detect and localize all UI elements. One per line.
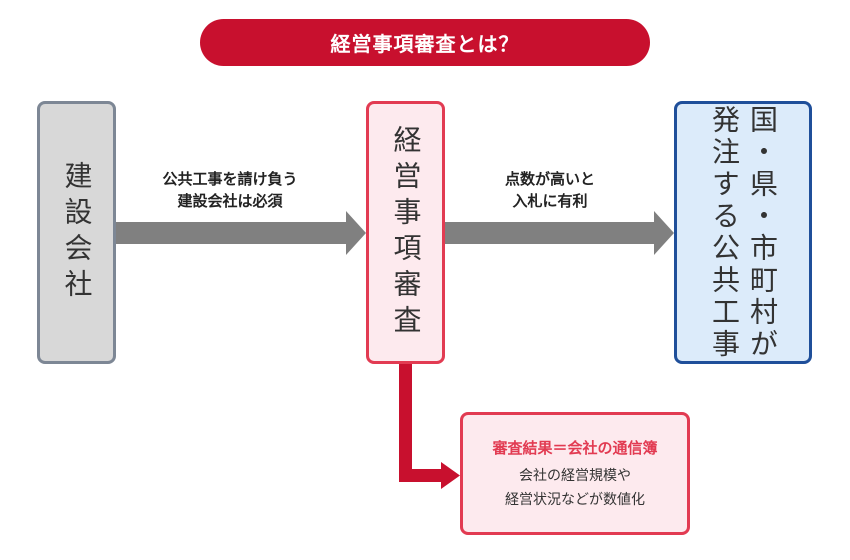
- right-arrow-label-line1: 点数が高いと: [504, 170, 595, 188]
- management-review-label: 経営事項審査: [389, 124, 423, 341]
- left-arrow-label-line1: 公共工事を請け負う: [162, 170, 298, 188]
- right-arrow-label: 点数が高いと 入札に有利: [460, 168, 640, 212]
- left-arrow-label: 公共工事を請け負う 建設会社は必須: [130, 168, 330, 212]
- public-works-text: 国・県・市町村が 発注する公共工事: [708, 104, 779, 361]
- review-result-line1: 会社の経営規模や: [519, 468, 631, 484]
- arrow-keishin-to-result: [399, 364, 460, 489]
- construction-company-box: 建設会社: [37, 101, 116, 364]
- diagram-title: 経営事項審査とは？: [200, 19, 650, 66]
- review-result-box: 審査結果＝会社の通信簿 会社の経営規模や 経営状況などが数値化: [460, 412, 690, 535]
- review-result-title: 審査結果＝会社の通信簿: [492, 439, 658, 457]
- arrow-keishin-to-public-works: [445, 211, 674, 255]
- left-arrow-label-line2: 建設会社は必須: [177, 192, 283, 210]
- public-works-line1: 国・県・市町村が: [746, 104, 779, 361]
- arrow-company-to-keishin: [116, 211, 366, 255]
- right-arrow-label-line2: 入札に有利: [512, 192, 588, 210]
- public-works-line2: 発注する公共工事: [708, 104, 741, 361]
- management-review-box: 経営事項審査: [366, 101, 445, 364]
- public-works-box: 国・県・市町村が 発注する公共工事: [674, 101, 812, 364]
- construction-company-label: 建設会社: [60, 160, 94, 305]
- review-result-line2: 経営状況などが数値化: [505, 492, 645, 508]
